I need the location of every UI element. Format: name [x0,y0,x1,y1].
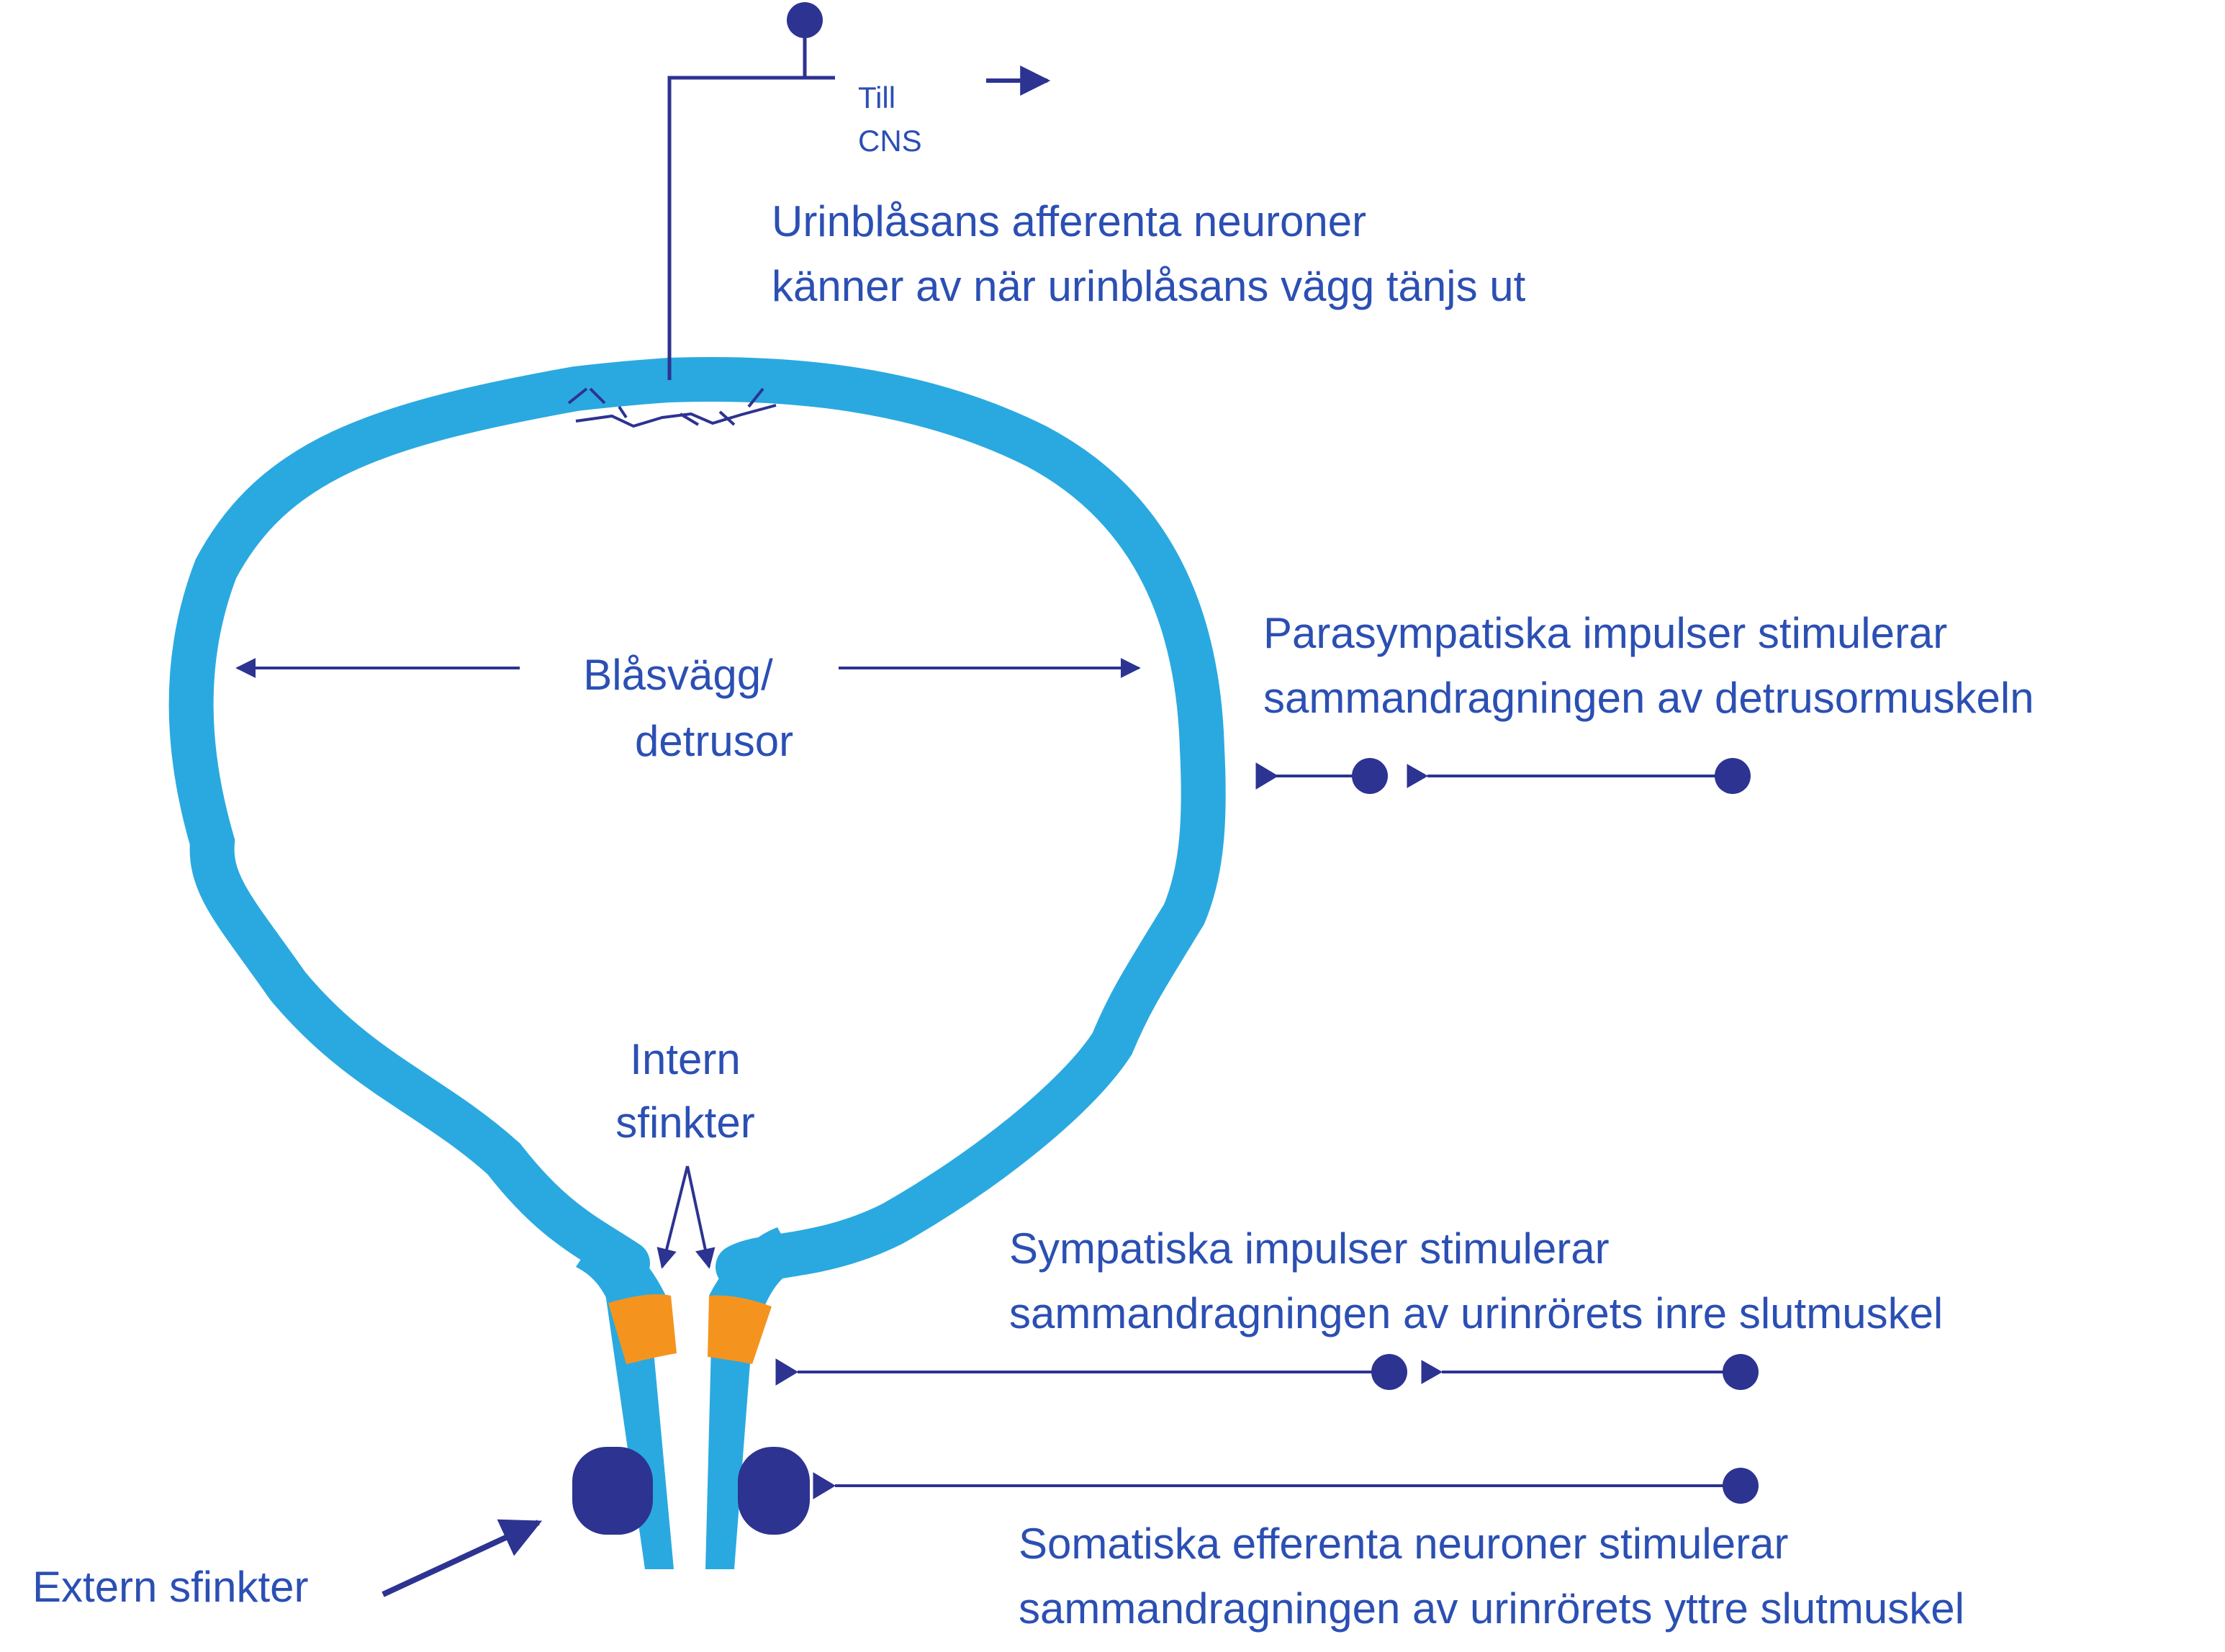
sympathetic-pathway [775,1354,1759,1390]
label-internal-sphincter-line1: Intern [630,1035,740,1083]
label-external-sphincter: Extern sfinkter [32,1563,308,1611]
bladder-wall-left [168,358,692,1286]
sympathetic-ganglion-cell [1371,1354,1407,1390]
label-internal-sphincter-line2: sfinkter [615,1098,754,1147]
label-wall-line2: detrusor [635,717,793,765]
parasympathetic-terminal [1255,762,1278,790]
internal-sphincter [608,1294,772,1364]
somatic-motor-cell [1723,1468,1759,1504]
bladder-wall-right [647,356,1226,1289]
somatic-pathway [813,1468,1759,1504]
bladder [168,356,1226,1569]
internal-arrow-right [686,1165,716,1269]
bladder-neck-left [576,1235,666,1306]
internal-sphincter-right [708,1295,772,1364]
parasympathetic-pathway [1255,758,1751,794]
label-afferent-line1: Urinblåsans afferenta neuroner [772,197,1366,245]
parasympathetic-synapse [1407,764,1429,788]
sympathetic-synapse [1421,1360,1443,1384]
external-sphincter-arrow [382,1519,543,1597]
afferent-cell-body [787,2,823,38]
label-afferent-line2: känner av när urinblåsans vägg tänjs ut [772,262,1526,310]
label-somatic-line1: Somatiska efferenta neuroner stimulerar [1019,1520,1788,1568]
internal-sphincter-arrows [656,1165,716,1269]
nerve-endings [567,387,777,428]
label-parasympathetic-line1: Parasympatiska impulser stimulerar [1263,609,1947,657]
label-wall-line1: Blåsvägg/ [583,651,773,699]
sympathetic-terminal [775,1358,798,1386]
external-sphincter-left [572,1447,653,1535]
afferent-axon [667,76,835,380]
somatic-terminal [813,1472,836,1499]
bladder-neck-right [709,1227,799,1306]
label-sympathetic-line2: sammandragningen av urinrörets inre slut… [1009,1289,1943,1337]
external-sphincter-right [738,1447,810,1535]
sympathetic-cns-cell [1723,1354,1759,1390]
label-sympathetic-line1: Sympatiska impulser stimulerar [1009,1224,1610,1273]
label-somatic-line2: sammandragningen av urinrörets yttre slu… [1019,1584,1964,1633]
internal-arrow-left [656,1165,689,1269]
afferent-neuron [567,2,1051,428]
label-to-cns-line1: Till [858,81,895,114]
urethra-wall-left [605,1288,674,1569]
external-sphincter [572,1447,810,1535]
label-parasympathetic-line2: sammandragningen av detrusormuskeln [1263,674,2034,722]
label-to-cns-line2: CNS [858,124,922,158]
internal-sphincter-left [608,1294,677,1364]
parasympathetic-ganglion-cell [1352,758,1388,794]
parasympathetic-cns-cell [1715,758,1751,794]
